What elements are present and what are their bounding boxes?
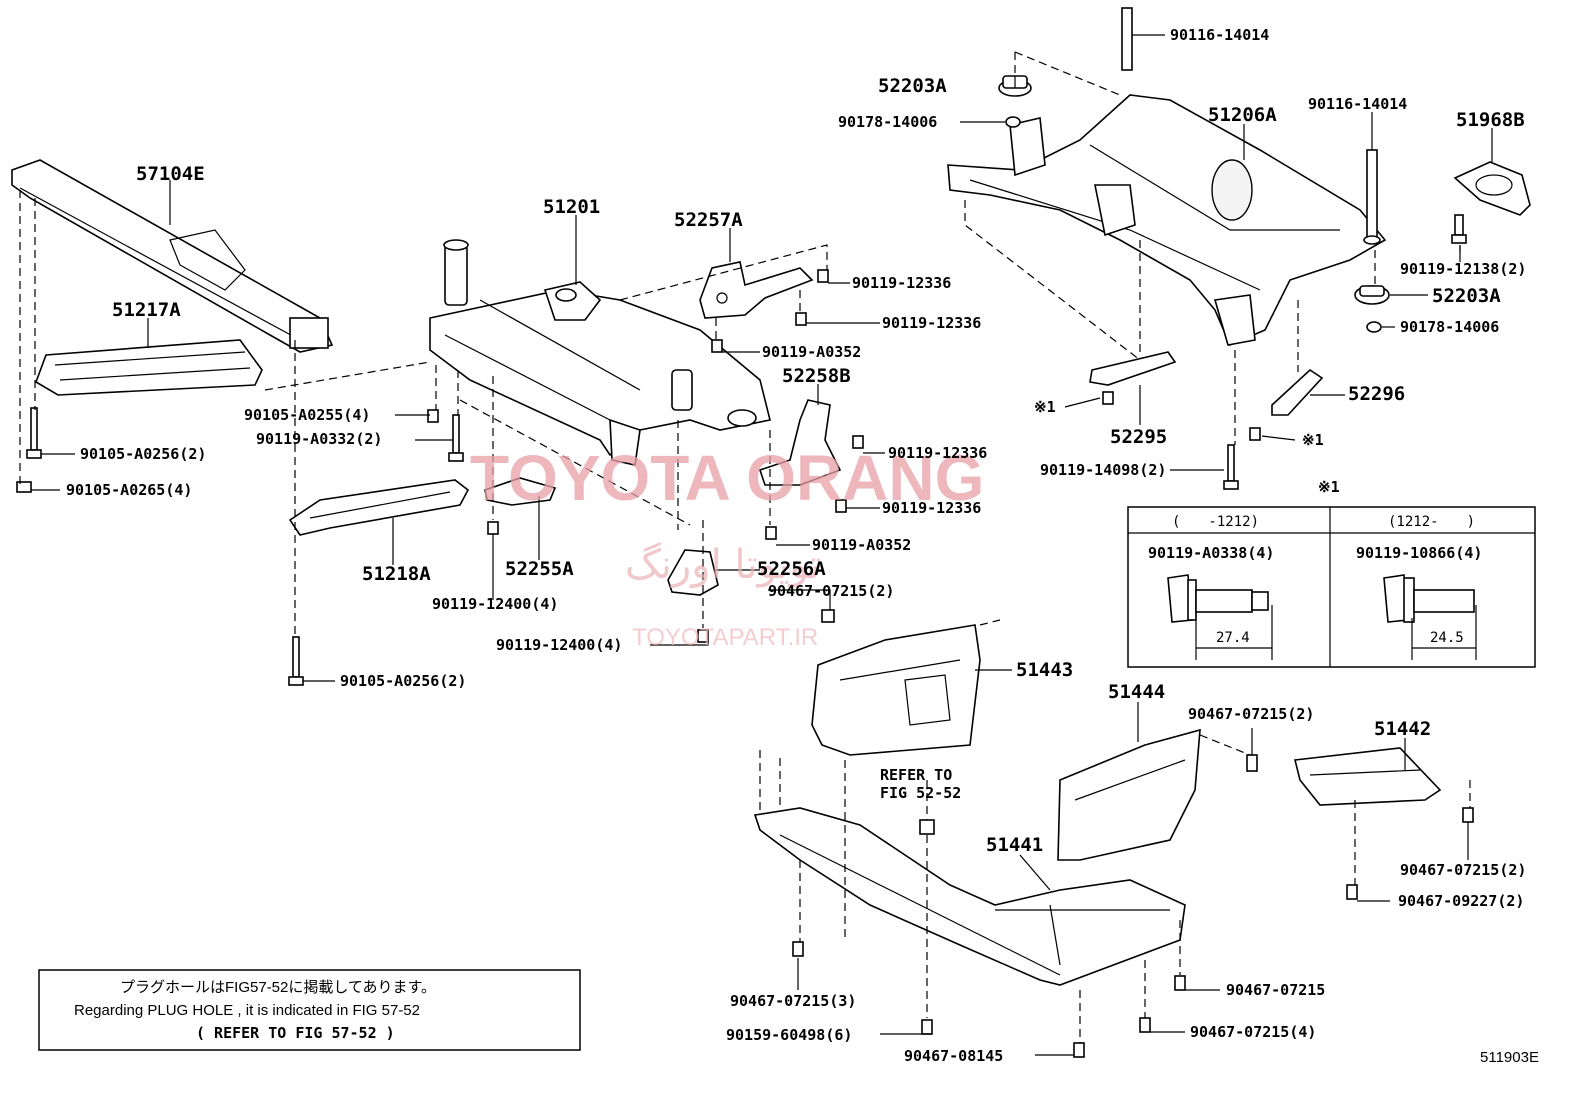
mark-1-a: ※1 xyxy=(1034,398,1056,416)
label-90119-12336-c: 90119-12336 xyxy=(888,444,987,462)
label-90119-A0352-a: 90119-A0352 xyxy=(762,343,861,361)
spec-col1-range: ( -1212) xyxy=(1172,514,1259,530)
plug-hole-note: プラグホールはFIG57-52に掲載してあります。 Regarding PLUG… xyxy=(38,969,581,1051)
label-90105-A0256-b: 90105-A0256(2) xyxy=(340,672,466,690)
label-90467-07215-2a: 90467-07215(2) xyxy=(768,582,894,600)
label-51968B: 51968B xyxy=(1456,109,1525,131)
part-labels: 57104E 51217A 51201 52257A 52258B 51218A… xyxy=(112,75,1525,856)
part-51968B-shape xyxy=(1453,161,1531,216)
label-90105-A0255: 90105-A0255(4) xyxy=(244,406,370,424)
spec-col1-dim: 27.4 xyxy=(1216,630,1250,646)
label-90119-14098: 90119-14098(2) xyxy=(1040,461,1166,479)
spec-col1-part: 90119-A0338(4) xyxy=(1148,544,1274,562)
part-57104E-shape xyxy=(11,159,334,353)
part-51444-shape xyxy=(1057,728,1201,861)
part-52257A-shape xyxy=(699,261,814,319)
label-90119-12336-d: 90119-12336 xyxy=(882,499,981,517)
bolt-drawing-col2 xyxy=(1383,574,1477,660)
label-90119-12400-4b: 90119-12400(4) xyxy=(496,636,622,654)
label-51442: 51442 xyxy=(1374,718,1431,740)
label-90119-A0352-b: 90119-A0352 xyxy=(812,536,911,554)
label-90116-top: 90116-14014 xyxy=(1170,26,1269,44)
bolt-drawing-col1 xyxy=(1167,574,1273,660)
label-90467-07215: 90467-07215 xyxy=(1226,981,1325,999)
label-90467-07215-2b: 90467-07215(2) xyxy=(1188,705,1314,723)
label-51201: 51201 xyxy=(543,196,600,218)
fastener-labels: 90116-14014 90178-14006 90116-14014 9011… xyxy=(66,26,1526,1065)
label-90105-A0256-a: 90105-A0256(2) xyxy=(80,445,206,463)
spec-col2-range: (1212- ) xyxy=(1388,514,1475,530)
part-51442-shape xyxy=(1294,747,1442,806)
watermark: TOYOTA ORANG تویوتا اورنگ TOYOTAPART.IR xyxy=(470,442,984,651)
label-52258B: 52258B xyxy=(782,365,851,387)
spec-col2-part: 90119-10866(4) xyxy=(1356,544,1482,562)
part-stud-top-shape xyxy=(1121,7,1133,71)
label-90119-A0332: 90119-A0332(2) xyxy=(256,430,382,448)
label-90467-08145: 90467-08145 xyxy=(904,1047,1003,1065)
part-51206A-shape xyxy=(947,94,1387,347)
label-90467-07215-3: 90467-07215(3) xyxy=(730,992,856,1010)
note-line-en: Regarding PLUG HOLE , it is indicated in… xyxy=(74,1002,420,1019)
part-51201-shape xyxy=(429,239,771,466)
mark-1-b: ※1 xyxy=(1302,431,1324,449)
spec-col2-dim: 24.5 xyxy=(1430,630,1464,646)
label-52203A-top: 52203A xyxy=(878,75,947,97)
label-90467-07215-4: 90467-07215(4) xyxy=(1190,1023,1316,1041)
label-52203A-right: 52203A xyxy=(1432,285,1501,307)
label-51444: 51444 xyxy=(1108,681,1165,703)
label-51443: 51443 xyxy=(1016,659,1073,681)
note-line-ref: ( REFER TO FIG 57-52 ) xyxy=(196,1024,395,1042)
label-90178-right: 90178-14006 xyxy=(1400,318,1499,336)
part-52255A-shape xyxy=(484,477,557,506)
label-51217A: 51217A xyxy=(112,299,181,321)
label-52255A: 52255A xyxy=(505,558,574,580)
label-90467-07215-2c: 90467-07215(2) xyxy=(1400,861,1526,879)
note-line-jp: プラグホールはFIG57-52に掲載してあります。 xyxy=(120,979,436,996)
part-52256A-shape xyxy=(667,549,719,596)
label-90159-60498: 90159-60498(6) xyxy=(726,1026,852,1044)
label-52296: 52296 xyxy=(1348,383,1405,405)
refer-to-line1: REFER TO xyxy=(880,766,952,784)
label-90178-top: 90178-14006 xyxy=(838,113,937,131)
watermark-arabic: تویوتا اورنگ xyxy=(625,542,821,588)
label-90105-A0265: 90105-A0265(4) xyxy=(66,481,192,499)
assembly-lines xyxy=(19,51,1471,1043)
label-90119-12400-4a: 90119-12400(4) xyxy=(432,595,558,613)
part-stud-right-shape xyxy=(1363,149,1381,245)
part-51441-shape xyxy=(753,807,1186,986)
part-52203A-right-shape xyxy=(1354,285,1390,333)
label-51206A: 51206A xyxy=(1208,104,1277,126)
label-52295: 52295 xyxy=(1110,426,1167,448)
part-52296-shape xyxy=(1271,368,1324,416)
label-90116-right: 90116-14014 xyxy=(1308,95,1407,113)
spec-table-mark: ※1 xyxy=(1318,478,1340,496)
part-51218A-shape xyxy=(288,479,470,536)
part-51217A-shape xyxy=(35,339,263,396)
spec-table: ※1 ( -1212) (1212- ) 90119-A0338(4) 9011… xyxy=(1127,478,1536,668)
label-90119-12138: 90119-12138(2) xyxy=(1400,260,1526,278)
figure-id: 511903E xyxy=(1480,1049,1539,1066)
label-52256A: 52256A xyxy=(757,558,826,580)
label-90467-09227: 90467-09227(2) xyxy=(1398,892,1524,910)
leader-lines xyxy=(31,34,1493,1056)
label-90119-12336-b: 90119-12336 xyxy=(882,314,981,332)
label-51441: 51441 xyxy=(986,834,1043,856)
refer-to-line2: FIG 52-52 xyxy=(880,784,961,802)
label-90119-12336-a: 90119-12336 xyxy=(852,274,951,292)
part-51443-shape xyxy=(811,624,981,756)
watermark-site: TOYOTAPART.IR xyxy=(632,624,818,651)
part-52258B-shape xyxy=(758,399,842,486)
watermark-main: TOYOTA ORANG xyxy=(470,442,984,514)
label-51218A: 51218A xyxy=(362,563,431,585)
label-52257A: 52257A xyxy=(674,209,743,231)
label-57104E: 57104E xyxy=(136,163,205,185)
part-52295-shape xyxy=(1089,351,1177,386)
